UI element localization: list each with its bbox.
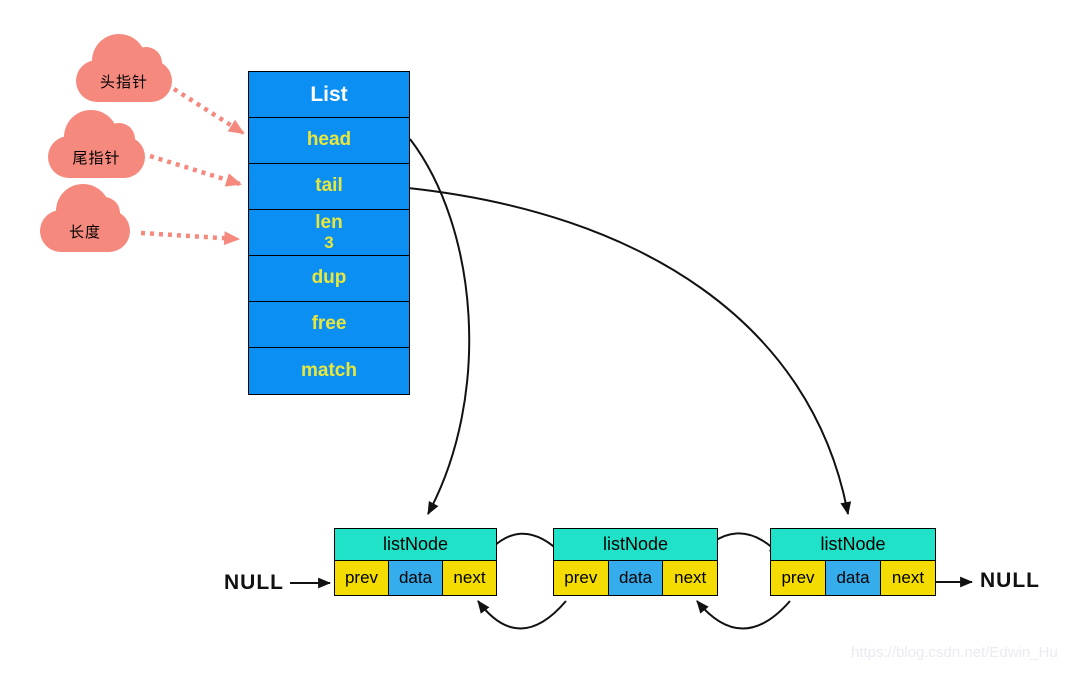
list-node-3-title: listNode (770, 528, 936, 561)
list-struct-table: List head tail len 3 dup free match (248, 71, 410, 395)
tail-pointer-cloud-label: 尾指针 (72, 149, 121, 167)
node2-prev-arrow (477, 600, 567, 630)
head-pointer-cloud: 头指针 (76, 34, 172, 102)
node1-data-cell: data (388, 561, 443, 595)
tail-pointer-dotted-arrow (149, 153, 243, 187)
length-cloud: 长度 (40, 184, 130, 252)
null-label-left: NULL (224, 571, 284, 594)
list-field-head: head (249, 118, 409, 164)
list-node-1-title: listNode (334, 528, 497, 561)
node3-prev-arrow (696, 600, 791, 630)
node3-data-cell: data (825, 561, 881, 595)
list-field-free: free (249, 302, 409, 348)
node3-prev-cell: prev (771, 561, 825, 595)
length-dotted-arrow (140, 230, 241, 246)
head-pointer-dotted-arrow (172, 87, 245, 135)
length-cloud-label: 长度 (68, 223, 101, 241)
node1-prev-cell: prev (335, 561, 388, 595)
tail-to-node3-arrow (407, 187, 852, 516)
list-field-dup: dup (249, 256, 409, 302)
list-node-2-title: listNode (553, 528, 718, 561)
list-len-value: 3 (324, 232, 334, 252)
list-struct-title: List (249, 72, 409, 118)
head-pointer-cloud-label: 头指针 (99, 73, 148, 91)
node2-prev-cell: prev (554, 561, 608, 595)
head-to-node1-arrow (409, 138, 471, 515)
node3-next-cell: next (881, 561, 935, 595)
watermark-url: https://blog.csdn.net/Edwin_Hu (851, 644, 1058, 661)
node2-next-cell: next (663, 561, 718, 595)
list-node-2: listNode prev data next (553, 528, 718, 596)
node1-next-cell: next (443, 561, 496, 595)
tail-pointer-cloud: 尾指针 (48, 110, 145, 178)
list-node-3: listNode prev data next (770, 528, 936, 596)
list-field-len: len 3 (249, 210, 409, 256)
null-label-right: NULL (980, 569, 1040, 592)
list-field-tail: tail (249, 164, 409, 210)
node2-data-cell: data (607, 561, 664, 595)
list-node-1: listNode prev data next (334, 528, 497, 596)
list-field-match: match (249, 348, 409, 394)
